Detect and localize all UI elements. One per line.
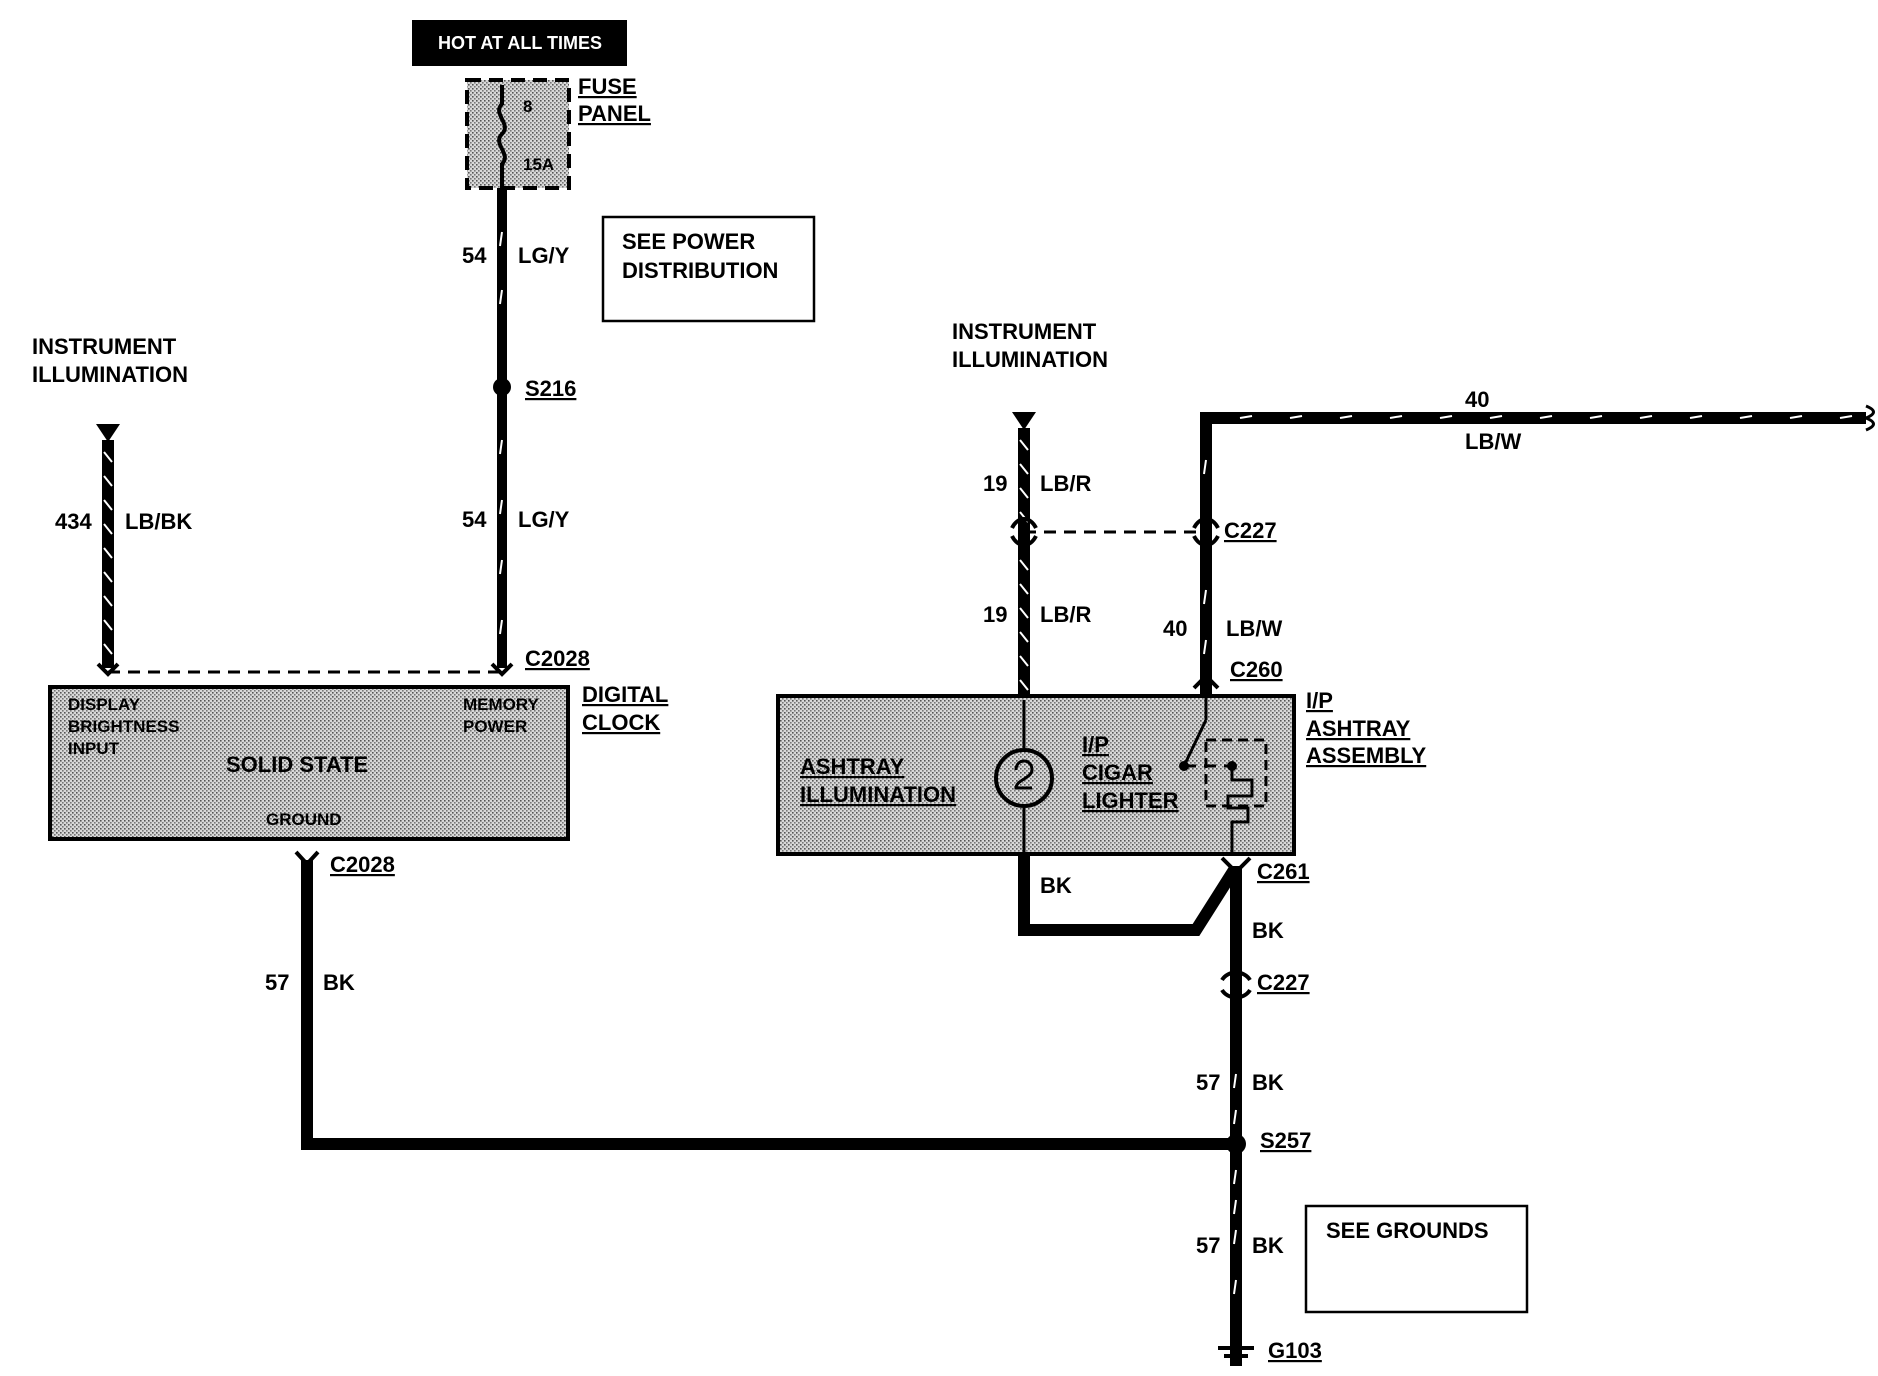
ip-ashtray-assembly-title-2: ASHTRAY — [1306, 716, 1411, 741]
wire-label: 57 — [1196, 1070, 1220, 1095]
instrument-illumination-label-2: ILLUMINATION — [32, 362, 188, 387]
wire-bk-bulb-ground — [1018, 854, 1240, 936]
svg-text:I/P: I/P — [1082, 732, 1109, 757]
wire-label: BK — [1252, 1233, 1284, 1258]
connector-c227-bottom: C227 — [1257, 970, 1310, 995]
svg-text:SOLID STATE: SOLID STATE — [226, 752, 368, 777]
svg-text:ASHTRAY: ASHTRAY — [800, 754, 905, 779]
svg-text:CIGAR: CIGAR — [1082, 760, 1153, 785]
wire-label: LB/W — [1226, 616, 1282, 641]
splice-s216-dot — [493, 378, 511, 396]
svg-text:BRIGHTNESS: BRIGHTNESS — [68, 717, 179, 736]
wire-label: BK — [1040, 873, 1072, 898]
see-grounds-box: SEE GROUNDS — [1304, 1204, 1529, 1314]
wire-label: 54 — [462, 507, 487, 532]
fuse-panel: 8 15A — [465, 78, 571, 190]
svg-text:8: 8 — [523, 97, 532, 116]
svg-text:SEE GROUNDS: SEE GROUNDS — [1326, 1218, 1489, 1243]
svg-text:POWER: POWER — [463, 717, 527, 736]
digital-clock-module: DISPLAY BRIGHTNESS INPUT MEMORY POWER SO… — [48, 685, 570, 841]
splice-s257: S257 — [1260, 1128, 1311, 1153]
instrument-illumination-label-2: ILLUMINATION — [952, 347, 1108, 372]
wire-label: LB/R — [1040, 471, 1091, 496]
svg-text:GROUND: GROUND — [266, 810, 342, 829]
svg-text:MEMORY: MEMORY — [463, 695, 540, 714]
digital-clock-title: DIGITAL — [582, 682, 668, 707]
svg-text:ILLUMINATION: ILLUMINATION — [800, 782, 956, 807]
wire-57-bk-clock-ground — [301, 860, 1236, 1150]
wire-label: 19 — [983, 471, 1007, 496]
wire-label: LG/Y — [518, 507, 570, 532]
wire-label: 54 — [462, 243, 487, 268]
connector-c227-top: C227 — [1224, 518, 1277, 543]
svg-text:INPUT: INPUT — [68, 739, 120, 758]
ground-g103-icon — [1218, 1346, 1254, 1366]
cigar-lighter-switch-icon — [1179, 696, 1268, 856]
fuse-panel-label: FUSE — [578, 74, 637, 99]
digital-clock-title-2: CLOCK — [582, 710, 660, 735]
svg-text:DISPLAY: DISPLAY — [68, 695, 141, 714]
svg-text:SEE POWER: SEE POWER — [622, 229, 755, 254]
wire-label: LB/BK — [125, 509, 192, 534]
wire-57-bk-main-ground — [1226, 866, 1246, 1364]
wire-label: 434 — [55, 509, 92, 534]
wire-label: 40 — [1163, 616, 1187, 641]
wire-19-lbr — [1018, 428, 1030, 700]
see-power-distribution-box: SEE POWER DISTRIBUTION — [601, 215, 816, 323]
instrument-illumination-label: INSTRUMENT — [32, 334, 177, 359]
illumination-arrow-icon — [1012, 412, 1036, 430]
wire-label: BK — [1252, 918, 1284, 943]
wire-label: BK — [1252, 1070, 1284, 1095]
fuse-panel-label-2: PANEL — [578, 101, 651, 126]
connector-c2028-top: C2028 — [525, 646, 590, 671]
connector-c261: C261 — [1257, 859, 1310, 884]
svg-text:15A: 15A — [523, 155, 554, 174]
connector-c260: C260 — [1230, 657, 1283, 682]
wire-label: LB/R — [1040, 602, 1091, 627]
wire-label: BK — [323, 970, 355, 995]
wire-label: LG/Y — [518, 243, 570, 268]
illumination-arrow-icon — [96, 424, 120, 442]
wire-label: 40 — [1465, 387, 1489, 412]
hot-at-all-times-banner: HOT AT ALL TIMES — [412, 20, 627, 66]
ip-ashtray-assembly-title-3: ASSEMBLY — [1306, 743, 1427, 768]
splice-s257-dot — [1226, 1134, 1246, 1154]
ground-g103: G103 — [1268, 1338, 1322, 1363]
wire-434-lbbk — [102, 440, 114, 668]
wire-label: 57 — [1196, 1233, 1220, 1258]
bulb-icon — [994, 700, 1054, 856]
connector-c2028-bottom: C2028 — [330, 852, 395, 877]
instrument-illumination-label: INSTRUMENT — [952, 319, 1097, 344]
svg-text:DISTRIBUTION: DISTRIBUTION — [622, 258, 778, 283]
ip-ashtray-assembly-module: ASHTRAY ILLUMINATION I/P CIGAR LIGHTER — [776, 694, 1296, 856]
wire-label: 57 — [265, 970, 289, 995]
wire-54-lgy — [493, 188, 511, 668]
wire-label: LB/W — [1465, 429, 1521, 454]
wire-label: 19 — [983, 602, 1007, 627]
ip-ashtray-assembly-title: I/P — [1306, 688, 1333, 713]
splice-s216: S216 — [525, 376, 576, 401]
svg-text:HOT AT ALL TIMES: HOT AT ALL TIMES — [438, 33, 602, 53]
wire-40-lbw — [1200, 404, 1875, 700]
svg-text:LIGHTER: LIGHTER — [1082, 788, 1179, 813]
